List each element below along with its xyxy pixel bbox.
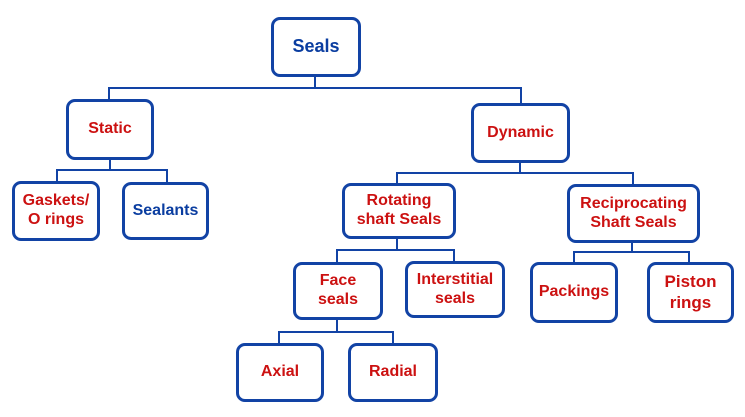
connector-interstitial-drop (453, 249, 455, 262)
connector-radial-drop (392, 331, 394, 344)
node-interstitial-seals-label: Interstitial seals (416, 270, 494, 307)
connector-static-stem (109, 160, 111, 171)
connector-axial-drop (278, 331, 280, 344)
connector-face-stem (336, 320, 338, 333)
node-rotating-shaft-seals: Rotating shaft Seals (342, 183, 456, 239)
node-axial-label: Axial (260, 363, 300, 381)
node-rotating-shaft-seals-label: Rotating shaft Seals (356, 192, 442, 228)
connector-piston-drop (688, 251, 690, 263)
node-reciprocating-shaft-seals: Reciprocating Shaft Seals (567, 184, 700, 243)
connector-seals-stem (314, 77, 316, 89)
connector-packings-drop (573, 251, 575, 263)
connector-reciprocating-bus (573, 251, 690, 253)
node-gaskets-o-rings-label: Gaskets/ O rings (22, 192, 90, 228)
connector-face-bus (278, 331, 394, 333)
connector-gaskets-drop (56, 169, 58, 182)
node-dynamic-label: Dynamic (487, 123, 554, 141)
node-seals: Seals (271, 17, 361, 77)
connector-seals-bus (108, 87, 522, 89)
node-static-label: Static (88, 120, 132, 138)
node-piston-rings: Piston rings (647, 262, 734, 323)
node-seals-label: Seals (292, 36, 340, 57)
node-axial: Axial (236, 343, 324, 402)
node-radial: Radial (348, 343, 438, 402)
connector-rotating-drop (396, 172, 398, 184)
connector-static-bus (56, 169, 168, 171)
node-static: Static (66, 99, 154, 160)
connector-reciprocating-drop (632, 172, 634, 185)
node-gaskets-o-rings: Gaskets/ O rings (12, 181, 100, 241)
node-packings-label: Packings (538, 283, 610, 301)
connector-dynamic-drop (520, 87, 522, 104)
connector-dynamic-bus (396, 172, 634, 174)
connector-rotating-stem (396, 239, 398, 251)
connector-static-drop (108, 87, 110, 100)
connector-sealants-drop (166, 169, 168, 183)
node-face-seals: Face seals (293, 262, 383, 320)
node-piston-rings-label: Piston rings (664, 272, 717, 312)
connector-face-drop (336, 249, 338, 263)
node-interstitial-seals: Interstitial seals (405, 261, 505, 318)
node-dynamic: Dynamic (471, 103, 570, 163)
connector-rotating-bus (336, 249, 455, 251)
node-packings: Packings (530, 262, 618, 323)
node-sealants: Sealants (122, 182, 209, 240)
node-reciprocating-shaft-seals-label: Reciprocating Shaft Seals (580, 194, 687, 231)
node-radial-label: Radial (368, 363, 417, 381)
connector-reciprocating-stem (631, 243, 633, 253)
node-sealants-label: Sealants (132, 201, 199, 219)
connector-dynamic-stem (519, 163, 521, 174)
node-face-seals-label: Face seals (317, 272, 359, 308)
